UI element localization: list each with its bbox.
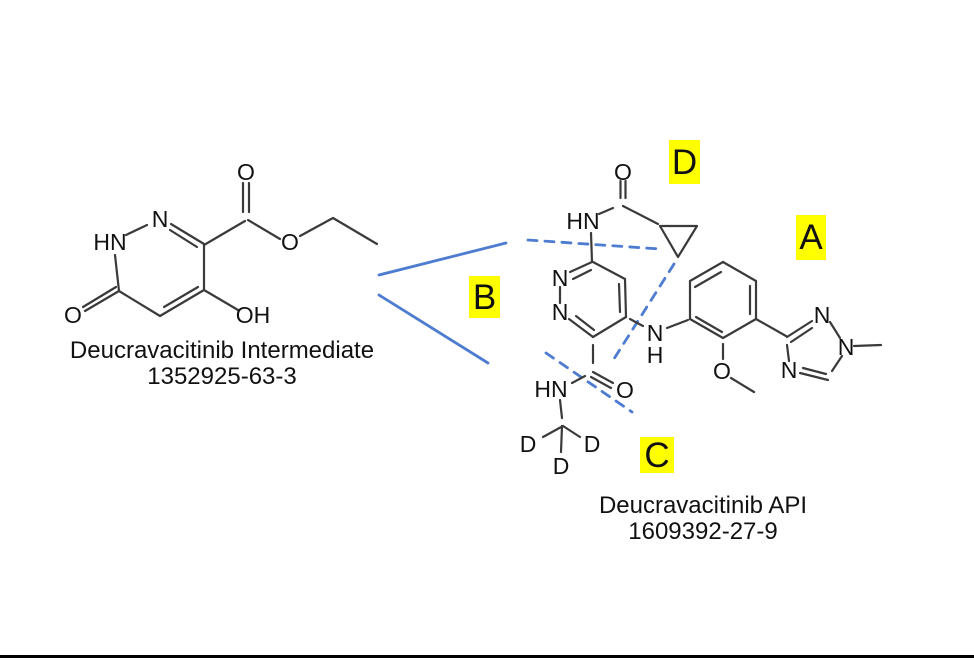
api-caption: Deucravacitinib API 1609392-27-9 [523, 493, 883, 545]
fragment-cut-bottom [544, 351, 634, 414]
connector-solid-upper [377, 241, 508, 277]
atom-pyridazine-n2: N [552, 299, 569, 325]
atom-top-amide-hn: HN [566, 208, 599, 234]
intermediate-caption: Deucravacitinib Intermediate 1352925-63-… [32, 338, 412, 390]
atom-hydroxy-oh: OH [236, 302, 271, 328]
atom-top-amide-o: O [614, 159, 632, 185]
atom-ring-n: N [152, 206, 169, 232]
intermediate-cas: 1352925-63-3 [147, 363, 297, 390]
connector-solid-lower [377, 293, 490, 365]
atom-triazole-n1: N [838, 334, 855, 360]
api-cas: 1609392-27-9 [628, 518, 778, 545]
region-label-c: C [640, 437, 674, 473]
atom-triazole-n2: N [814, 302, 831, 328]
atom-deuterium-bottom: D [553, 453, 570, 479]
fragment-cut-middle [610, 262, 676, 364]
atom-deuterium-left: D [520, 431, 537, 457]
atom-aniline-h: H [647, 342, 664, 368]
atom-deuterium-right: D [584, 431, 601, 457]
region-label-a: A [796, 215, 826, 260]
region-label-b: B [469, 276, 500, 318]
connector-lines [377, 238, 676, 414]
atom-methoxy-o: O [713, 358, 731, 384]
atom-keto-o: O [64, 302, 82, 328]
api-structure: HN O N N N H O HN D D D O N N N [520, 159, 883, 479]
intermediate-structure: O N HN O OH O [64, 159, 379, 328]
atom-bottom-amide-o: O [616, 377, 634, 403]
region-label-d: D [669, 140, 700, 184]
atom-bottom-amide-hn: HN [534, 376, 567, 402]
api-name: Deucravacitinib API [598, 492, 808, 519]
cyclopropyl-ring [658, 224, 699, 259]
intermediate-name: Deucravacitinib Intermediate [69, 337, 375, 364]
atom-pyridazine-n1: N [552, 265, 569, 291]
atom-ester-carbonyl-o: O [237, 159, 255, 185]
atom-triazole-n4: N [781, 357, 798, 383]
atom-ester-o: O [281, 229, 299, 255]
atom-ring-hn: HN [93, 229, 126, 255]
fragment-cut-top [526, 238, 662, 251]
bottom-rule [0, 655, 974, 658]
atom-aniline-n: N [647, 320, 664, 346]
